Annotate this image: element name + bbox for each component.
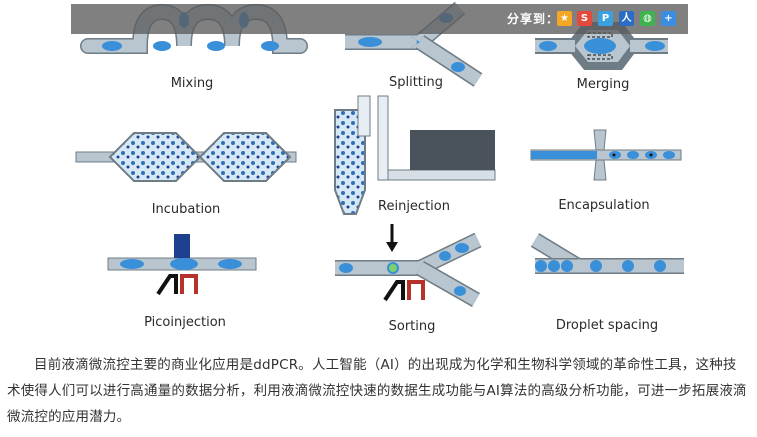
more-share-icon[interactable]: + <box>661 11 676 26</box>
article-paragraph: 目前液滴微流控主要的商业化应用是ddPCR。人工智能（AI）的出现成为化学和生物… <box>7 357 747 425</box>
droplet-spacing-diagram <box>530 233 684 274</box>
picoinjection-diagram <box>107 234 257 296</box>
qzone-icon[interactable]: ★ <box>557 11 572 26</box>
sorting-diagram <box>335 224 482 307</box>
label-mixing: Mixing <box>170 76 214 91</box>
share-bar <box>71 4 688 34</box>
label-picoinjection: Picoinjection <box>144 315 226 330</box>
reinjection-diagram <box>334 95 496 215</box>
weibo-icon[interactable]: S <box>577 11 592 26</box>
label-droplet-spacing: Droplet spacing <box>555 318 659 333</box>
label-splitting: Splitting <box>388 75 444 90</box>
droplet-microfluidics-figure: Mixing Splitting Merging Incubation Rein… <box>75 1 684 334</box>
label-encapsulation: Encapsulation <box>558 198 650 213</box>
label-sorting: Sorting <box>388 319 436 334</box>
label-merging: Merging <box>576 77 630 92</box>
label-incubation: Incubation <box>151 202 221 217</box>
tencent-weibo-icon[interactable]: P <box>598 11 613 26</box>
wechat-icon[interactable]: ◍ <box>640 11 655 26</box>
encapsulation-diagram <box>530 129 682 181</box>
share-label: 分享到： <box>507 12 560 26</box>
label-reinjection: Reinjection <box>378 199 450 214</box>
incubation-diagram <box>75 132 297 182</box>
renren-icon[interactable]: 人 <box>619 11 634 26</box>
merging-diagram <box>535 22 668 70</box>
